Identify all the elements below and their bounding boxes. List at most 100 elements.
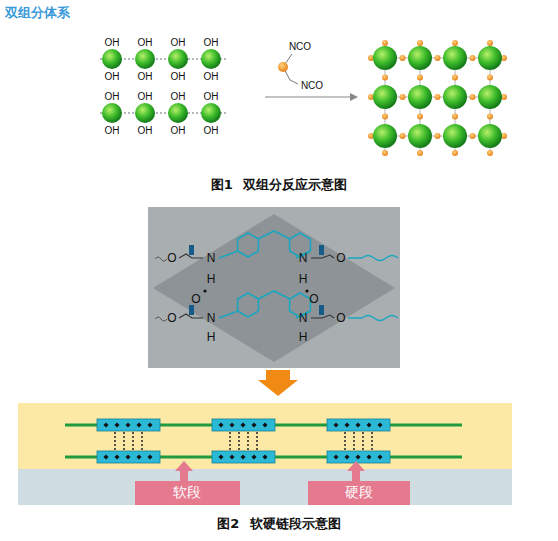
atom-label: O — [191, 293, 200, 305]
hydrogen-bond — [344, 432, 346, 450]
carbonyl — [319, 305, 324, 315]
block-mark — [367, 423, 372, 428]
band — [18, 403, 512, 469]
atom-label: O — [167, 312, 176, 324]
hydrogen-bond — [371, 432, 373, 450]
block-mark — [230, 423, 235, 428]
hard-block — [97, 451, 160, 463]
atom-label: O — [167, 252, 176, 264]
polyol-ball — [443, 46, 467, 70]
hydroxyl-label: OH — [204, 72, 219, 82]
hard-block — [212, 419, 275, 431]
molecule-panel — [148, 207, 400, 368]
atom-label: O — [336, 252, 345, 264]
block-mark — [367, 455, 372, 460]
urethane-link — [452, 40, 458, 46]
down-arrow — [258, 370, 298, 396]
hydrogen-bond — [203, 289, 206, 292]
reaction-arrow — [265, 96, 350, 97]
urethane-link — [382, 40, 388, 46]
block-mark — [148, 455, 153, 460]
segment-name: 硬段 — [345, 484, 373, 502]
bond — [311, 255, 334, 258]
segment-tag: 软段 — [135, 481, 240, 505]
block-mark — [356, 455, 361, 460]
hydroxyl-label: OH — [171, 72, 186, 82]
urethane-link — [487, 114, 493, 120]
atom-label: O — [336, 312, 345, 324]
carbonyl — [319, 245, 324, 255]
block-mark — [126, 423, 131, 428]
cyclohexane-ring — [238, 293, 259, 317]
chain-end — [155, 257, 167, 261]
block-mark — [334, 423, 339, 428]
block-mark — [263, 423, 268, 428]
urethane-link — [470, 94, 476, 100]
polyol-ball — [373, 46, 397, 70]
hydroxyl-label: OH — [105, 92, 120, 102]
isocyanate-label: NCO — [289, 42, 311, 52]
urethane-link — [400, 94, 406, 100]
block-mark — [104, 455, 109, 460]
atom-label: N — [299, 252, 308, 264]
hydrogen-bond — [123, 432, 125, 450]
polyol-ball — [168, 49, 188, 69]
block-mark — [219, 455, 224, 460]
bond — [311, 315, 334, 318]
isocyanate-core — [278, 62, 288, 72]
hydroxyl-label: OH — [204, 38, 219, 48]
methylene-bridge — [258, 231, 290, 239]
urethane-link — [435, 55, 441, 61]
urethane-link — [435, 94, 441, 100]
cyclohexane-ring — [238, 233, 259, 257]
panel-diamond — [153, 214, 395, 362]
block-mark — [334, 455, 339, 460]
atom-label: O — [309, 293, 318, 305]
urethane-link — [452, 75, 458, 81]
urethane-link — [470, 133, 476, 139]
carbonyl — [189, 305, 194, 315]
block-mark — [241, 455, 246, 460]
block-mark — [345, 455, 350, 460]
hydroxyl-label: OH — [138, 92, 153, 102]
polyol-ball — [443, 85, 467, 109]
polyol-ball — [443, 124, 467, 148]
polyol-ball — [201, 103, 221, 123]
heading: 双组分体系 — [5, 4, 70, 22]
block-mark — [252, 423, 257, 428]
block-mark — [104, 423, 109, 428]
polyol-ball — [135, 49, 155, 69]
arrow-head — [350, 93, 358, 101]
hydrogen-bond — [353, 432, 355, 450]
atom-label: N — [207, 312, 216, 324]
polyol-ball — [201, 49, 221, 69]
urethane-link — [417, 114, 423, 120]
chain-end — [155, 317, 167, 321]
urethane-link — [382, 114, 388, 120]
segment-tag: 硬段 — [308, 481, 410, 505]
urethane-link — [417, 40, 423, 46]
atom-label: H — [299, 331, 308, 343]
figure-caption: 图2 软硬链段示意图 — [217, 517, 341, 530]
hydroxyl-label: OH — [105, 72, 120, 82]
polyol-ball — [478, 46, 502, 70]
hard-block — [327, 419, 390, 431]
hydrogen-bond — [238, 432, 240, 450]
urethane-link — [487, 40, 493, 46]
atom-label: H — [207, 331, 216, 343]
hydroxyl-label: OH — [171, 92, 186, 102]
block-mark — [356, 423, 361, 428]
hydrogen-bond — [247, 432, 249, 450]
atom-label: N — [299, 312, 308, 324]
figure-caption: 图1 双组分反应示意图 — [211, 178, 348, 191]
hydrogen-bond — [305, 289, 308, 292]
hydroxyl-label: OH — [204, 126, 219, 136]
polyol-ball — [478, 124, 502, 148]
polyol-ball — [408, 46, 432, 70]
polyol-ball — [408, 85, 432, 109]
block-mark — [230, 455, 235, 460]
urethane-link — [417, 75, 423, 81]
urethane-link — [487, 150, 493, 156]
